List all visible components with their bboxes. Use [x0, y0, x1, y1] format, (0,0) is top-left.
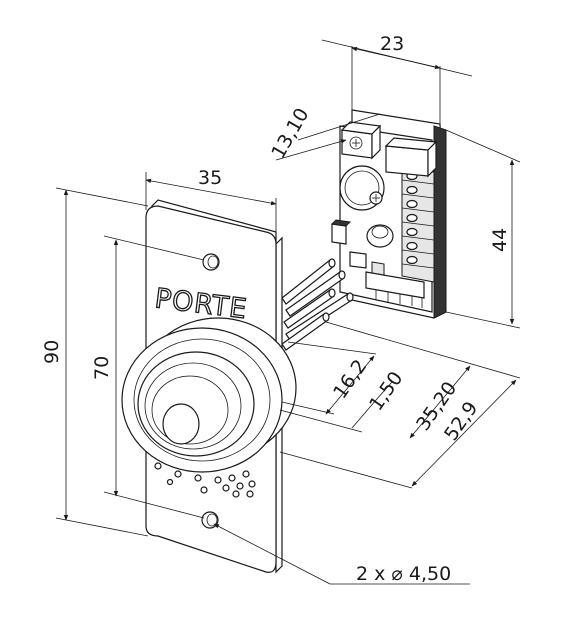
push-button	[121, 317, 297, 473]
dimension-lines	[55, 39, 521, 585]
connecting-pins	[281, 258, 354, 351]
speaker-holes	[154, 450, 256, 498]
dim-board-width: 23	[380, 33, 404, 55]
dim-board-height: 44	[489, 228, 511, 252]
pcb-module	[330, 109, 447, 319]
dim-plate-width: 35	[198, 167, 222, 189]
dim-depth-a: 16,2	[329, 356, 371, 403]
dim-depth-b: 1,50	[365, 368, 407, 415]
upper-mounting-hole	[202, 253, 220, 271]
dim-hole-spacing: 70	[91, 356, 113, 380]
dim-pot-offset: 13,10	[267, 104, 313, 162]
dim-plate-height: 90	[41, 340, 63, 364]
dim-holes: 2 x ⌀ 4,50	[356, 563, 451, 585]
button-cap	[162, 403, 200, 445]
